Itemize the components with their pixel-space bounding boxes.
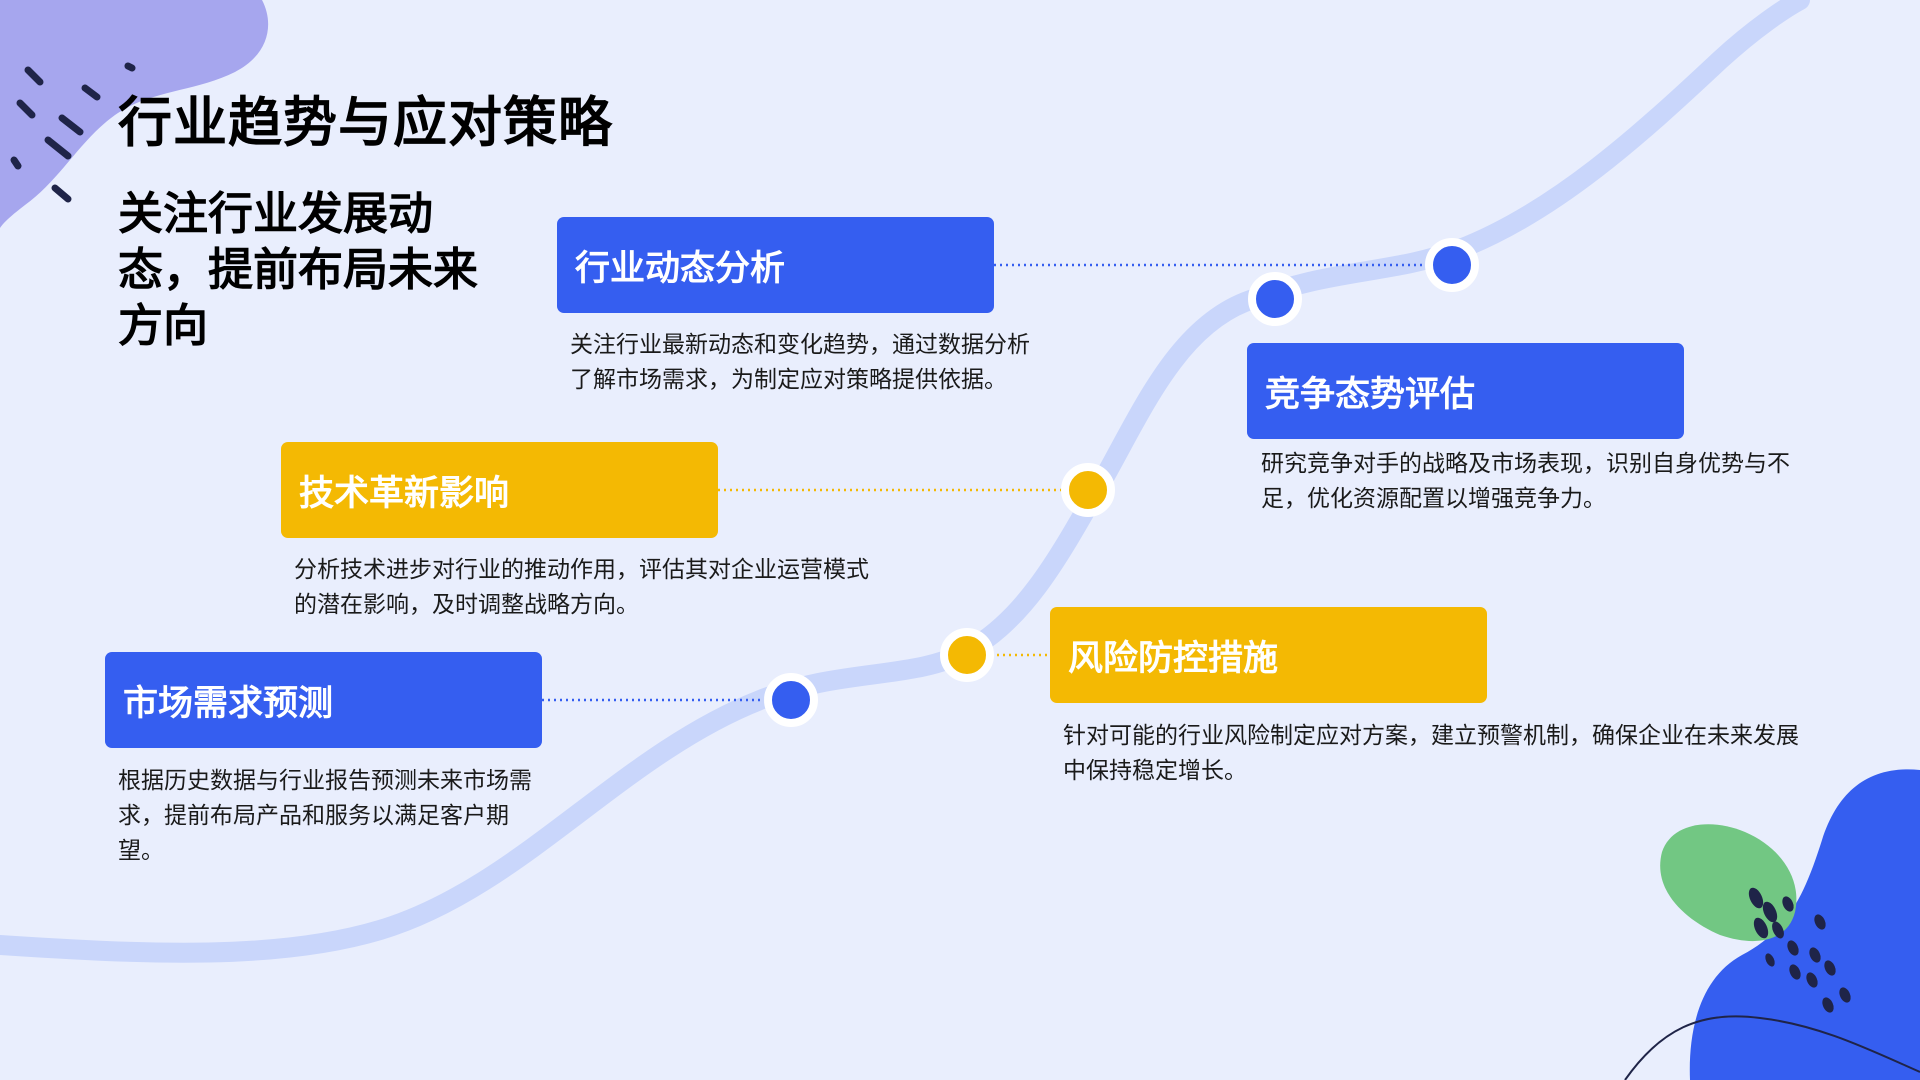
- timeline-dot-1: [764, 673, 818, 727]
- dark-curve-line: [1624, 1015, 1920, 1080]
- node-desc-market-demand: 根据历史数据与行业报告预测未来市场需求，提前布局产品和服务以满足客户期望。: [118, 768, 532, 864]
- node-desc-competition: 研究竞争对手的战略及市场表现，识别自身优势与不足，优化资源配置以增强竞争力。: [1261, 451, 1790, 512]
- node-label-competition: 竞争态势评估: [1247, 343, 1684, 439]
- node-desc-industry-dynamics: 关注行业最新动态和变化趋势，通过数据分析了解市场需求，为制定应对策略提供依据。: [570, 332, 1030, 393]
- node-desc-risk-control: 针对可能的行业风险制定应对方案，建立预警机制，确保企业在未来发展中保持稳定增长。: [1063, 723, 1799, 784]
- node-label-market-demand: 市场需求预测: [105, 652, 542, 748]
- timeline-dots: [764, 238, 1479, 727]
- timeline-dot-5: [1425, 238, 1479, 292]
- node-label-text: 市场需求预测: [123, 683, 334, 724]
- node-desc-tech-innovation: 分析技术进步对行业的推动作用，评估其对企业运营模式的潜在影响，及时调整战略方向。: [294, 557, 869, 618]
- dark-dots-bottom-right: [1748, 887, 1851, 1013]
- dash-marks-top-left: [10, 62, 136, 203]
- node-label-text: 风险防控措施: [1068, 638, 1279, 679]
- lavender-blob-shape: [0, 0, 269, 228]
- node-label-text: 技术革新影响: [299, 473, 510, 514]
- page-subtitle: 关注行业发展动态，提前布局未来方向: [118, 187, 479, 352]
- node-label-tech-innovation: 技术革新影响: [281, 442, 718, 538]
- node-label-text: 竞争态势评估: [1265, 374, 1476, 415]
- timeline-dot-2: [940, 628, 994, 682]
- timeline-dot-4: [1248, 272, 1302, 326]
- dotted-connectors: [542, 263, 1424, 702]
- blue-blob-shape: [1689, 769, 1920, 1080]
- page-title: 行业趋势与应对策略: [118, 91, 613, 154]
- timeline-dot-3: [1061, 463, 1115, 517]
- green-blob-shape: [1660, 824, 1797, 942]
- node-label-industry-dynamics: 行业动态分析: [557, 217, 994, 313]
- timeline-path: [0, 0, 1810, 963]
- node-label-text: 行业动态分析: [575, 248, 786, 289]
- node-label-risk-control: 风险防控措施: [1050, 607, 1487, 703]
